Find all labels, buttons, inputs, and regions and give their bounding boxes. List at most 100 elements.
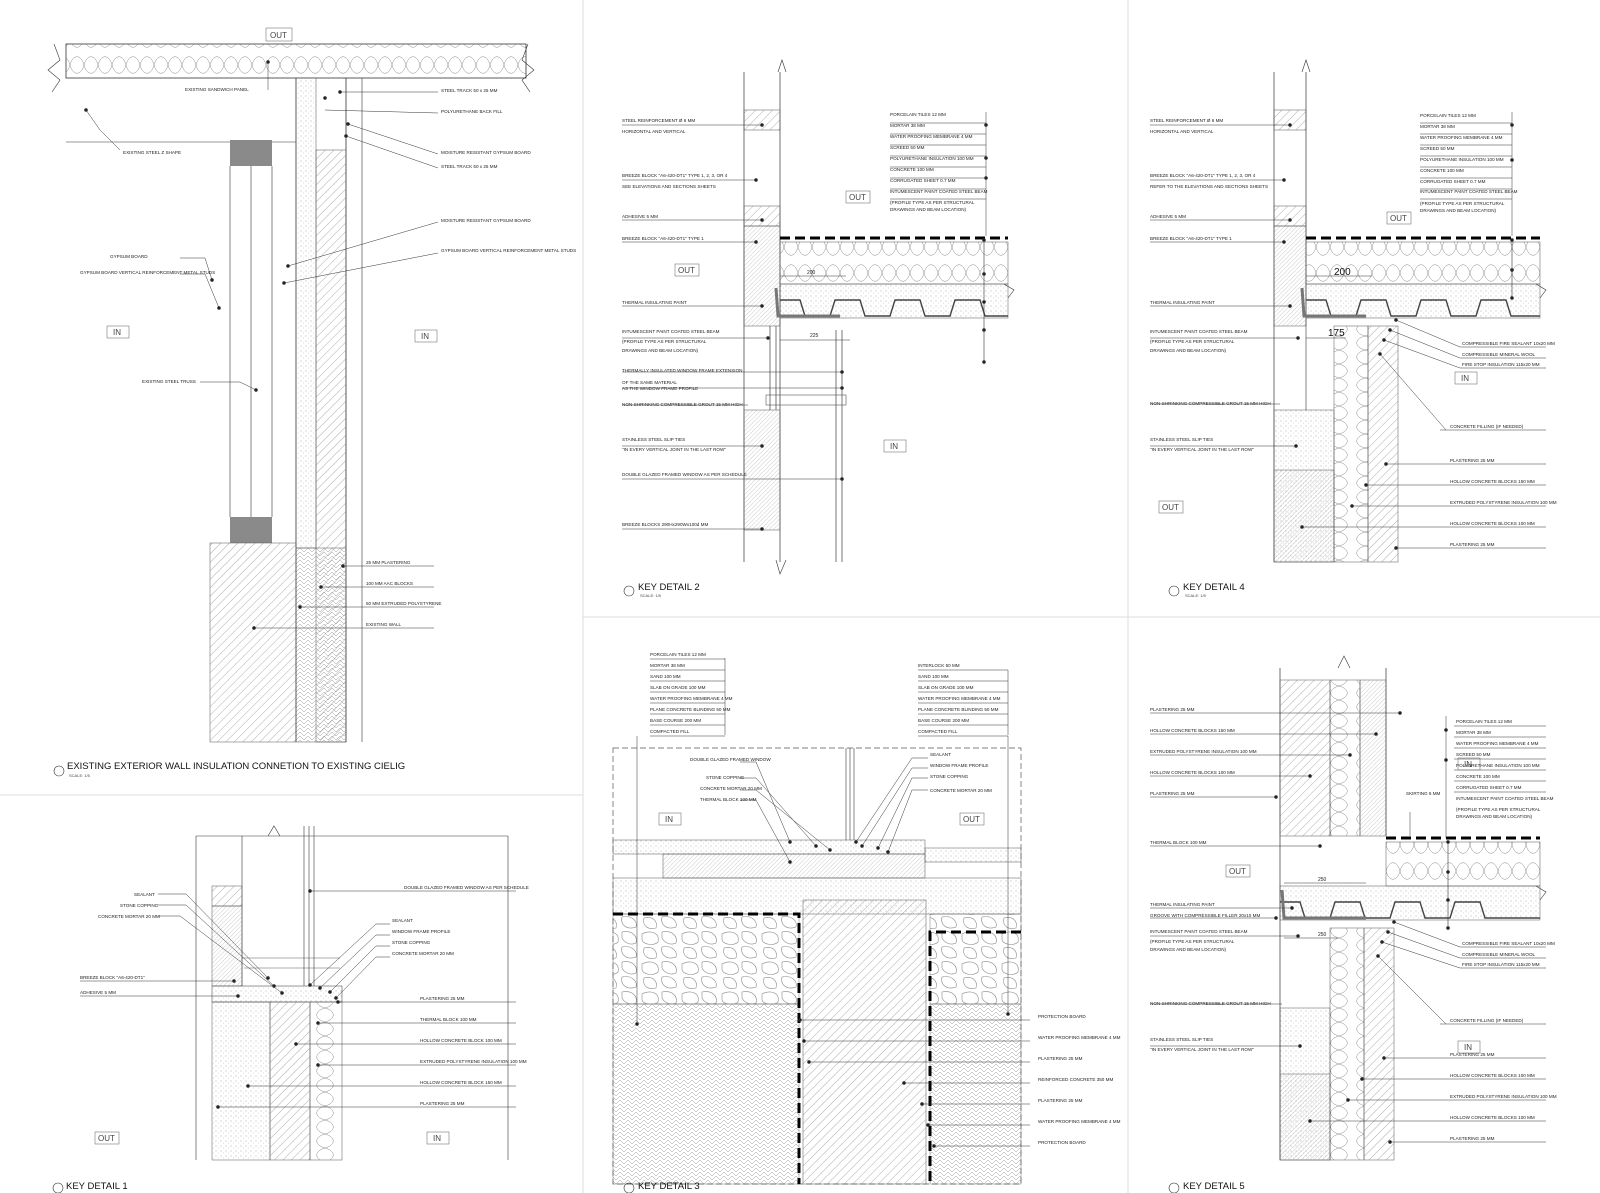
label: EXTRUDED POLYSTYRENE INSULATION 100 MM bbox=[1450, 1094, 1557, 1099]
label: SAND 100 MM bbox=[918, 674, 949, 679]
tag-out: OUT bbox=[270, 31, 287, 40]
label: CONCRETE MORTAR 20 MM bbox=[930, 788, 992, 793]
label: WINDOW FRAME PROFILE bbox=[392, 929, 450, 934]
label: BASE COURSE 200 MM bbox=[918, 718, 969, 723]
label: PORCELAIN TILES 12 MM bbox=[890, 112, 946, 117]
label: DOUBLE GLAZED FRAMED WINDOW AS PER SCHED… bbox=[622, 472, 747, 477]
label: HORIZONTAL AND VERTICAL bbox=[1150, 129, 1214, 134]
dimension: 250 bbox=[1318, 932, 1327, 938]
label: DRAWINGS AND BEAM LOCATION) bbox=[622, 348, 699, 353]
label: BREEZE BLOCK "A6-420-DT1" TYPE 1 bbox=[622, 236, 704, 241]
label: WATER PROOFING MEMBRANE 4 MM bbox=[1038, 1035, 1121, 1040]
label: HORIZONTAL AND VERTICAL bbox=[622, 129, 686, 134]
label: STAINLESS STEEL SLIP TIES bbox=[622, 437, 685, 442]
label: NON-SHRINKING COMPRESSIBLE GROUT 15 MM H… bbox=[622, 402, 743, 407]
label: PLASTERING 25 MM bbox=[1450, 1052, 1495, 1057]
kd5-tags bbox=[1225, 757, 1481, 1054]
label: ADHESIVE 5 MM bbox=[622, 214, 658, 219]
label: THERMALLY INSULATED WINDOW FRAME EXTENSI… bbox=[622, 368, 742, 373]
label: HOLLOW CONCRETE BLOCKS 100 MM bbox=[1150, 770, 1235, 775]
label: PLASTERING 25 MM bbox=[1450, 458, 1495, 463]
label: CONCRETE MORTAR 20 MM bbox=[700, 786, 762, 791]
label: GYPSUM BOARD bbox=[110, 254, 148, 259]
label: INTERLOCK 50 MM bbox=[918, 663, 960, 668]
detail-marker-icon bbox=[623, 1182, 635, 1193]
label: PROTECTION BOARD bbox=[1038, 1014, 1086, 1019]
label: HOLLOW CONCRETE BLOCKS 100 MM bbox=[1450, 1115, 1535, 1120]
detail-title: KEY DETAIL 1 bbox=[66, 1181, 128, 1192]
kd5-leaders bbox=[1150, 711, 1546, 1144]
existing-wall-drawing bbox=[47, 43, 535, 743]
kd2-drawing bbox=[622, 59, 1015, 575]
label: SEALANT bbox=[392, 918, 413, 923]
detail-scale: SCALE: 1/5 bbox=[1185, 593, 1207, 598]
label: WATER PROOFING MEMBRANE 4 MM bbox=[1038, 1119, 1121, 1124]
detail-key-2: OUT OUT IN 200 225 STEEL REINFORCEMENT Ø… bbox=[622, 59, 1015, 598]
label: EXISTING SANDWICH PANEL bbox=[185, 87, 249, 92]
detail-scale: SCALE: 1/5 bbox=[640, 593, 662, 598]
detail-key-5: IN OUT IN 250 250 PLASTERING 25 MM HOLLO… bbox=[1150, 655, 1557, 1193]
label: INTUMESCENT PAINT COATED STEEL BEAM bbox=[1150, 329, 1248, 334]
label: PLASTERING 25 MM bbox=[1450, 1136, 1495, 1141]
label: CORRUGATED SHEET 0.7 MM bbox=[1456, 785, 1522, 790]
label: CONCRETE MORTAR 20 MM bbox=[392, 951, 454, 956]
label: PLASTERING 25 MM bbox=[1450, 542, 1495, 547]
label: INTUMESCENT PAINT COATED STEEL BEAM bbox=[890, 189, 988, 194]
label: CONCRETE MORTAR 20 MM bbox=[98, 914, 160, 919]
label: BREEZE BLOCK "A6-420-DT1" bbox=[80, 975, 145, 980]
label: SLAB ON GRADE 100 MM bbox=[918, 685, 974, 690]
label: GROOVE WITH COMPRESSIBLE FILLER 20x10 MM bbox=[1150, 913, 1260, 918]
detail-key-4: OUT IN OUT 200 175 STEEL REINFORCEMENT Ø… bbox=[1150, 59, 1557, 598]
label: HOLLOW CONCRETE BLOCKS 100 MM bbox=[1450, 521, 1535, 526]
label: EXISTING STEEL TRUSS bbox=[142, 379, 196, 384]
label: POLYURETHANE INSULATION 100 MM bbox=[1420, 157, 1504, 162]
label: DRAWINGS AND BEAM LOCATION) bbox=[1420, 208, 1497, 213]
tag-out: OUT bbox=[1162, 503, 1179, 512]
label: CORRUGATED SHEET 0.7 MM bbox=[890, 178, 956, 183]
label: 50 MM EXTRUDED POLYSTYRENE bbox=[366, 601, 441, 606]
tag-out: OUT bbox=[1229, 867, 1246, 876]
label: THERMAL BLOCK 100 MM bbox=[420, 1017, 477, 1022]
tag-out: OUT bbox=[98, 1134, 115, 1143]
tag-in: IN bbox=[665, 815, 673, 824]
label: (PROFILE TYPE AS PER STRUCTURAL bbox=[1150, 339, 1235, 344]
dimension: 250 bbox=[1318, 877, 1327, 883]
label: STEEL REINFORCEMENT Ø 6 MM bbox=[1150, 118, 1223, 123]
label: BREEZE BLOCK "A6-420-DT1" TYPE 1, 2, 3, … bbox=[622, 173, 728, 178]
detail-title: KEY DETAIL 2 bbox=[638, 582, 700, 593]
dimension: 200 bbox=[1334, 267, 1351, 278]
kd3-tags bbox=[658, 812, 985, 826]
label: HOLLOW CONCRETE BLOCKS 150 MM bbox=[1450, 479, 1535, 484]
existing-leaders bbox=[84, 60, 439, 630]
label: (PROFILE TYPE AS PER STRUCTURAL bbox=[890, 200, 975, 205]
label: ADHESIVE 5 MM bbox=[80, 990, 116, 995]
label: MOISTURE RESISTANT GYPSUM BOARD bbox=[441, 218, 531, 223]
label: PORCELAIN TILES 12 MM bbox=[1456, 719, 1512, 724]
label: COMPRESSIBLE FIRE SEALANT 10x20 MM bbox=[1462, 341, 1555, 346]
detail-title: KEY DETAIL 3 bbox=[638, 1181, 700, 1192]
detail-existing-wall: OUT IN IN EXISTING SANDWICH PANEL EXISTI… bbox=[47, 27, 576, 778]
label: SKIRTING 6 MM bbox=[1406, 791, 1441, 796]
label: SLAB ON GRADE 100 MM bbox=[650, 685, 706, 690]
label: 25 MM PLASTERING bbox=[366, 560, 411, 565]
label: STEEL TRACK 50 x 25 MM bbox=[441, 164, 498, 169]
label: REINFORCED CONCRETE 350 MM bbox=[1038, 1077, 1113, 1082]
label: SEALANT bbox=[134, 892, 155, 897]
label: HOLLOW CONCRETE BLOCKS 100 MM bbox=[1450, 1073, 1535, 1078]
label: BREEZE BLOCKS 290Hx290Wx100d MM bbox=[622, 522, 708, 527]
label: CORRUGATED SHEET 0.7 MM bbox=[1420, 179, 1486, 184]
label: MORTAR 38 MM bbox=[1456, 730, 1491, 735]
label: (PROFILE TYPE AS PER STRUCTURAL bbox=[622, 339, 707, 344]
tag-in: IN bbox=[890, 442, 898, 451]
label: SCREED 50 MM bbox=[890, 145, 925, 150]
tag-in: IN bbox=[113, 328, 121, 337]
kd2-right-rules bbox=[890, 122, 986, 200]
detail-marker-icon bbox=[623, 585, 635, 597]
label: WATER PROOFING MEMBRANE 4 MM bbox=[918, 696, 1001, 701]
kd2-leaders bbox=[622, 123, 988, 531]
tag-in: IN bbox=[433, 1134, 441, 1143]
detail-scale: SCALE: 1/5 bbox=[69, 773, 91, 778]
label: PLASTERING 25 MM bbox=[420, 996, 465, 1001]
label: EXTRUDED POLYSTYRENE INSULATION 100 MM bbox=[1450, 500, 1557, 505]
label: WATER PROOFING MEMBRANE 4 MM bbox=[1420, 135, 1503, 140]
